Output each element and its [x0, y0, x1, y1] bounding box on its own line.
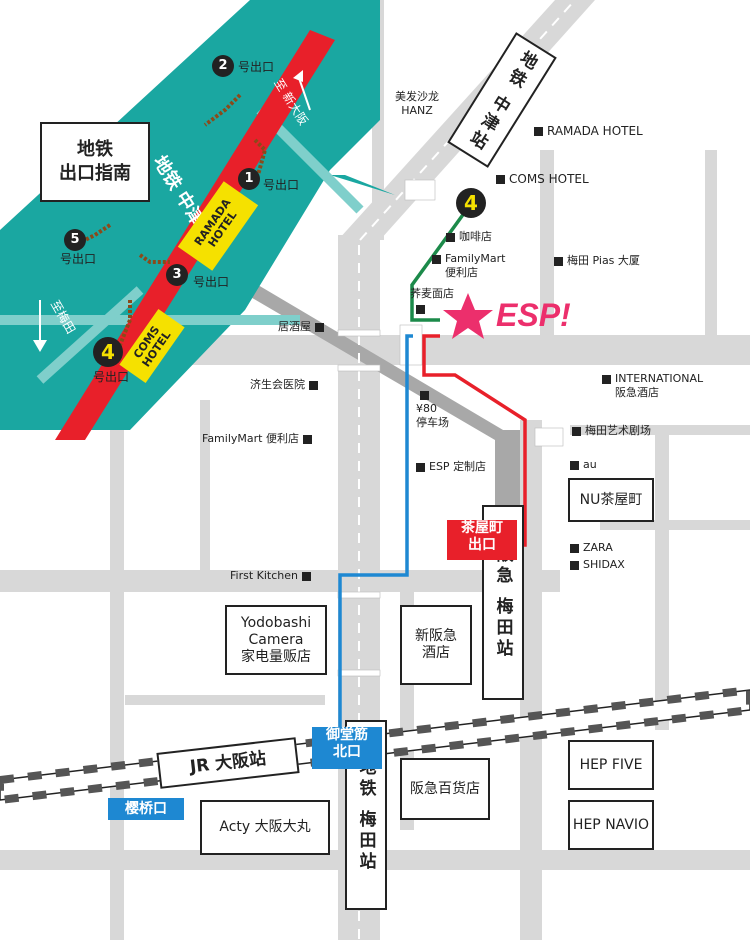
place-zara-text: ZARA [583, 541, 613, 554]
marker-square [416, 462, 425, 472]
exit-5-label: 号出口 [60, 252, 97, 266]
place-shinhankyu: 新阪急 酒店 [400, 605, 472, 685]
exit-4-label-inset: 号出口 [93, 370, 130, 384]
sakurabashi-exit-tag: 樱桥口 [108, 798, 184, 820]
marker-square [416, 305, 425, 314]
place-familymart-1-line2: 便利店 [445, 266, 478, 279]
place-shinhankyu-line2: 酒店 [422, 645, 450, 661]
marker-square [570, 460, 579, 470]
route-blue [338, 334, 413, 730]
place-soba-marker [412, 302, 429, 316]
place-zara: ZARA [566, 541, 613, 555]
highway [230, 285, 520, 505]
place-hep-five: HEP FIVE [568, 740, 654, 790]
exit-3-badge: 3 [166, 264, 188, 286]
place-international-line2: 阪急酒店 [615, 386, 659, 399]
marker-square [554, 256, 563, 266]
place-international: INTERNATIONAL 阪急酒店 [598, 372, 703, 400]
place-izakaya-text: 居酒屋 [278, 320, 311, 333]
marker-square [534, 127, 543, 136]
place-yodobashi-line2: Camera [248, 631, 304, 648]
place-shinhankyu-line1: 新阪急 [415, 628, 457, 644]
inset-title: 地铁 出口指南 [40, 122, 150, 202]
place-cafe-text: 咖啡店 [459, 230, 492, 243]
place-parking-line1: ¥80 [416, 402, 437, 415]
exit-4-badge-inset: 4 [93, 337, 123, 367]
place-shidax: SHIDAX [566, 558, 625, 572]
place-coms-text: COMS HOTEL [509, 172, 589, 186]
marker-square [570, 560, 579, 570]
place-shidax-text: SHIDAX [583, 558, 625, 571]
place-soba: 荞麦面店 [410, 287, 454, 300]
marker-square [572, 426, 581, 436]
marker-square [570, 543, 579, 553]
place-familymart-2: FamilyMart 便利店 [202, 432, 316, 446]
exit-2-badge: 2 [212, 55, 234, 77]
marker-square [446, 232, 455, 242]
place-geijutsu-text: 梅田艺术剧场 [585, 424, 651, 437]
place-hankyu-dept: 阪急百货店 [400, 758, 490, 820]
place-familymart-2-text: FamilyMart 便利店 [202, 432, 299, 445]
place-pias-text: 梅田 Pias 大厦 [567, 254, 640, 267]
marker-square [602, 374, 611, 384]
place-esp-store-text: ESP 定制店 [429, 460, 487, 473]
exit-3-label: 号出口 [193, 275, 230, 289]
place-hep-navio: HEP NAVIO [568, 800, 654, 850]
place-yodobashi: Yodobashi Camera 家电量贩店 [225, 605, 327, 675]
place-yodobashi-line3: 家电量贩店 [241, 648, 311, 665]
exit-1-label: 号出口 [263, 178, 300, 192]
place-international-line1: INTERNATIONAL [615, 372, 704, 385]
route-red [422, 334, 527, 547]
place-coms: COMS HOTEL [492, 172, 589, 186]
place-ramada-text: RAMADA HOTEL [547, 124, 643, 138]
place-ramada: RAMADA HOTEL [530, 124, 643, 138]
marker-square [496, 175, 505, 184]
inset-title-line1: 地铁 [77, 139, 113, 160]
marker-square [302, 571, 311, 581]
place-izakaya: 居酒屋 [278, 320, 328, 334]
place-first-kitchen-text: First Kitchen [230, 569, 298, 582]
place-acty: Acty 大阪大丸 [200, 800, 330, 855]
route-green [410, 203, 472, 322]
marker-square [432, 254, 441, 264]
route-lines [338, 203, 527, 730]
place-nu: NU茶屋町 [568, 478, 654, 522]
chayamachi-exit-line2: 出口 [468, 537, 496, 553]
marker-square [315, 322, 324, 332]
place-parking: ¥80 停车场 [416, 388, 449, 430]
exit-1-badge: 1 [238, 168, 260, 190]
esp-label: ESP! [496, 297, 571, 333]
place-yodobashi-line1: Yodobashi [240, 614, 312, 631]
crosswalks [337, 179, 564, 677]
exit-2-label: 号出口 [238, 60, 275, 74]
place-hanz-line1: 美发沙龙 [395, 90, 439, 103]
midosuji-exit-tag: 御堂筋 北口 [312, 727, 382, 769]
place-saiseikai-text: 济生会医院 [250, 378, 305, 391]
place-geijutsu: 梅田艺术剧场 [568, 424, 651, 438]
midosuji-exit-line2: 北口 [333, 744, 361, 760]
place-hanz-line2: HANZ [401, 104, 433, 117]
midosuji-exit-line1: 御堂筋 [326, 727, 368, 743]
place-pias: 梅田 Pias 大厦 [550, 254, 640, 268]
inset-title-line2: 出口指南 [59, 163, 131, 184]
marker-square [309, 380, 318, 390]
esp-star [443, 293, 493, 339]
exit-5-badge: 5 [64, 229, 86, 251]
place-cafe: 咖啡店 [442, 230, 492, 244]
chayamachi-exit-tag: 茶屋町 出口 [447, 520, 517, 560]
place-au: au [566, 458, 597, 472]
place-parking-line2: 停车场 [416, 416, 449, 429]
place-saiseikai: 济生会医院 [250, 378, 322, 392]
place-au-text: au [583, 458, 597, 471]
chayamachi-exit-line1: 茶屋町 [461, 520, 503, 536]
place-familymart-1-line1: FamilyMart [445, 252, 506, 265]
place-first-kitchen: First Kitchen [230, 569, 315, 583]
place-familymart-1: FamilyMart 便利店 [428, 252, 505, 280]
place-esp-store: ESP 定制店 [412, 460, 486, 474]
place-hanz: 美发沙龙 HANZ [395, 90, 439, 118]
marker-square [302, 434, 312, 444]
exit-4-badge-main: 4 [456, 188, 486, 218]
marker-square [420, 390, 429, 400]
